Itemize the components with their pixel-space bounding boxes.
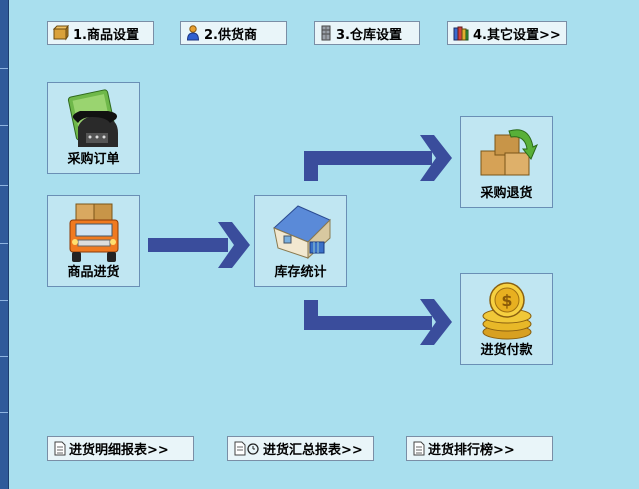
payment-label: 进货付款 xyxy=(480,343,533,358)
arrow-receipt-to-inventory xyxy=(148,222,250,268)
inventory-label: 库存统计 xyxy=(274,265,327,280)
person-icon xyxy=(186,25,200,41)
gold-coins-icon: $ xyxy=(482,282,531,340)
purchase-ranking-button[interactable]: 进货排行榜>> xyxy=(406,436,553,461)
svg-text:$: $ xyxy=(501,291,512,310)
warehouse-settings-label: 3.仓库设置 xyxy=(336,27,402,43)
product-settings-button[interactable]: 1.商品设置 xyxy=(47,21,154,45)
purchase-return-tile[interactable]: 采购退货 xyxy=(460,116,553,208)
purchase-detail-report-button[interactable]: 进货明细报表>> xyxy=(47,436,194,461)
payment-tile[interactable]: $ 进货付款 xyxy=(460,273,553,365)
warehouse-settings-button[interactable]: 3.仓库设置 xyxy=(314,21,420,45)
left-panel-edge xyxy=(0,0,9,489)
purchase-summary-report-label: 进货汇总报表>> xyxy=(263,443,363,458)
other-settings-label: 4.其它设置>> xyxy=(473,27,561,43)
product-settings-label: 1.商品设置 xyxy=(73,27,139,43)
purchase-detail-report-label: 进货明细报表>> xyxy=(69,443,169,458)
purchase-order-label: 采购订单 xyxy=(67,152,120,167)
boxes-return-icon xyxy=(480,129,538,176)
other-settings-button[interactable]: 4.其它设置>> xyxy=(447,21,567,45)
phone-notebook-icon xyxy=(67,89,118,147)
goods-receipt-label: 商品进货 xyxy=(67,265,120,280)
warehouse-icon xyxy=(321,25,331,41)
arrow-inventory-to-return xyxy=(304,135,452,181)
supplier-label: 2.供货商 xyxy=(204,27,257,43)
goods-receipt-tile[interactable]: 商品进货 xyxy=(47,195,140,287)
inventory-tile[interactable]: 库存统计 xyxy=(254,195,347,287)
document-clock-icon xyxy=(234,441,259,456)
product-box-icon xyxy=(53,25,69,41)
delivery-truck-icon xyxy=(69,203,118,262)
purchase-order-tile[interactable]: 采购订单 xyxy=(47,82,140,174)
document-icon xyxy=(413,441,425,456)
purchase-ranking-label: 进货排行榜>> xyxy=(428,443,515,458)
purchase-summary-report-button[interactable]: 进货汇总报表>> xyxy=(227,436,374,461)
document-icon xyxy=(54,441,66,456)
books-icon xyxy=(453,26,469,41)
supplier-button[interactable]: 2.供货商 xyxy=(180,21,287,45)
purchase-return-label: 采购退货 xyxy=(480,186,533,201)
arrow-inventory-to-payment xyxy=(304,299,452,345)
warehouse-building-icon xyxy=(272,205,331,260)
